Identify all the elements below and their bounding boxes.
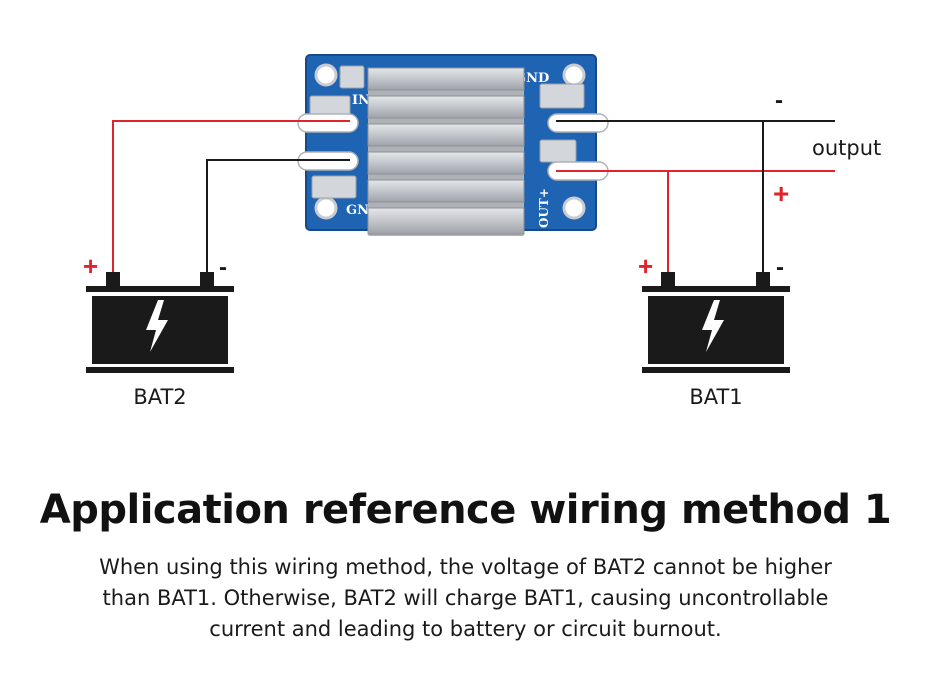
bat2-plus-sign: + [83, 251, 98, 281]
description-line: than BAT1. Otherwise, BAT2 will charge B… [102, 586, 829, 610]
output-label: output [812, 136, 881, 160]
lightning-bolt-icon [146, 300, 168, 352]
output-minus-sign: - [775, 87, 783, 114]
description-line: current and leading to battery or circui… [209, 617, 722, 641]
mounting-holes [314, 63, 586, 220]
battery-bat1 [642, 272, 790, 373]
wire-bat2-positive [112, 120, 350, 282]
bat2-label: BAT2 [133, 385, 186, 409]
description-line: When using this wiring method, the volta… [99, 555, 832, 579]
solder-pads [309, 65, 585, 199]
bat1-minus-sign: - [776, 254, 784, 281]
board-label-out: OUT+ [537, 188, 551, 228]
page-heading: Application reference wiring method 1 [39, 487, 892, 533]
board-label-in: IN [352, 93, 370, 108]
lightning-bolt-icon [702, 300, 724, 352]
description: When using this wiring method, the volta… [40, 552, 891, 645]
bat2-minus-sign: - [219, 254, 227, 281]
heatsink [367, 67, 525, 236]
wire-bat2-negative [206, 159, 350, 282]
battery-bat2 [86, 272, 234, 373]
wiring-diagram: IN GND GND OUT+ - output + [83, 54, 881, 409]
bat1-plus-sign: + [638, 251, 653, 281]
bat1-label: BAT1 [689, 385, 742, 409]
output-plus-sign: + [773, 178, 789, 209]
